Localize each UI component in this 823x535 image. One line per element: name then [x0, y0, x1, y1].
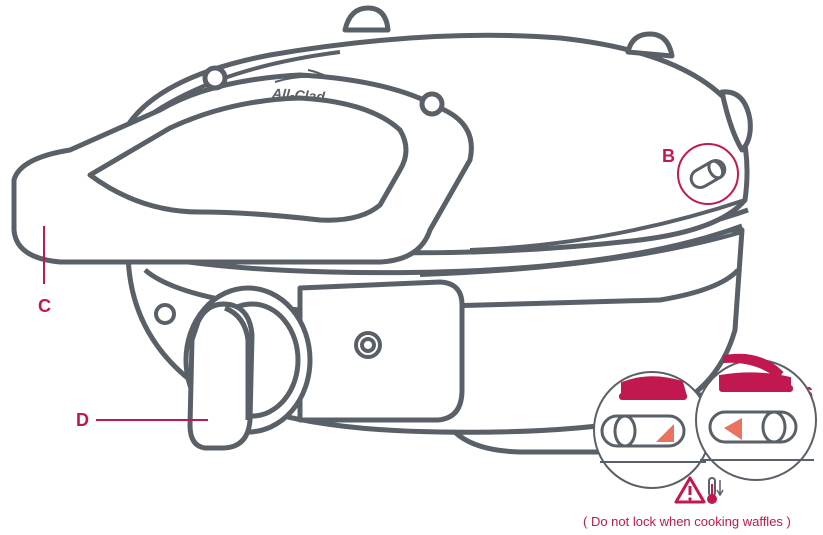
screws	[154, 303, 382, 359]
arrow-left-icon	[724, 418, 742, 440]
brand-logo: All-Clad	[271, 69, 331, 105]
lock-slider-icon	[689, 159, 727, 189]
arrow-right-icon	[656, 424, 674, 442]
inset-open	[695, 353, 817, 481]
inset-closed	[593, 371, 711, 489]
lid-handle	[11, 65, 474, 265]
callout-c: C	[38, 296, 51, 316]
callout-d: D	[76, 410, 89, 430]
waffle-maker-closed-icon	[619, 376, 688, 400]
callout-b: B	[662, 146, 675, 166]
thermometer-icon	[707, 477, 724, 504]
waffle-maker-open-icon	[719, 353, 793, 392]
warning-triangle-icon	[674, 476, 706, 504]
lock-slider-highlight	[677, 143, 739, 205]
slider-unlocked	[708, 410, 798, 444]
warning-note: ( Do not lock when cooking waffles )	[583, 514, 791, 529]
brand-label: All-Clad	[271, 85, 326, 105]
lock-slider	[677, 143, 739, 205]
callout-lines	[43, 226, 208, 421]
temperature-dial	[183, 285, 313, 451]
